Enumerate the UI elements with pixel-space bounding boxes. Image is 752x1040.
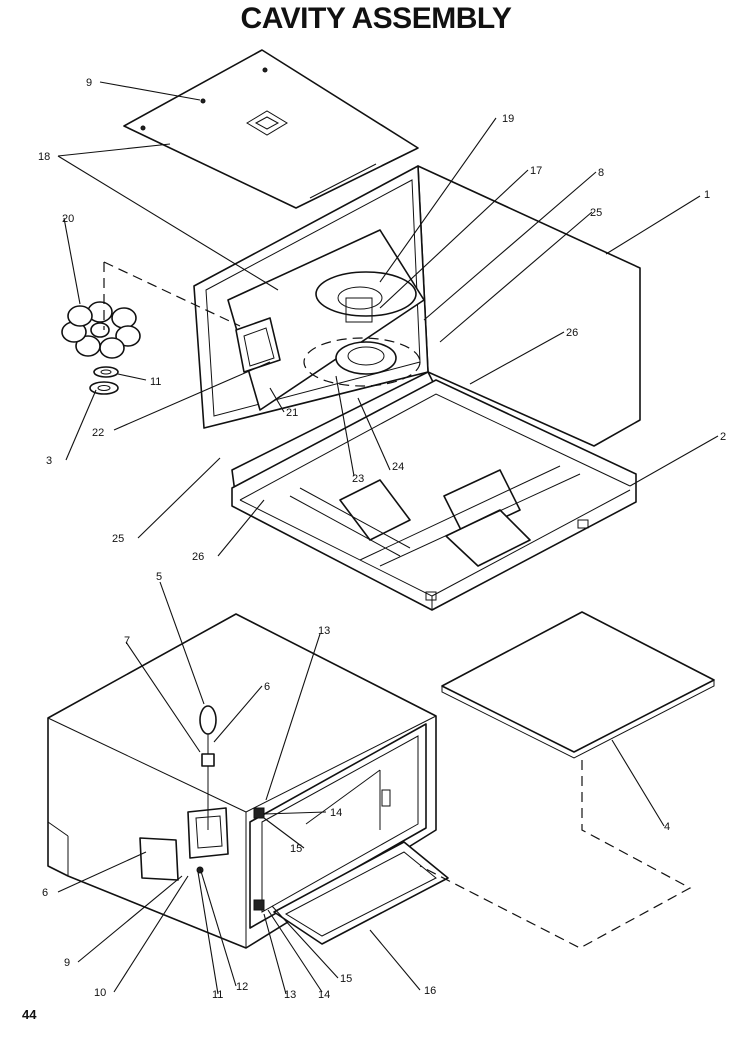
callout-24: 24 [392,461,404,473]
page-number: 44 [22,1007,37,1022]
callout-4: 4 [664,821,670,833]
callout-26-top: 26 [566,327,578,339]
callout-17: 17 [530,165,542,177]
callout-15-top: 15 [290,843,302,855]
callout-6-bottom: 6 [42,887,48,899]
callout-13-bottom: 13 [284,989,296,1001]
base-pan [231,379,637,611]
callout-7: 7 [124,635,130,647]
callout-23: 23 [352,473,364,485]
callout-22: 22 [92,427,104,439]
callout-labels: 9 18 19 17 8 25 1 20 11 3 22 21 26 2 23 … [38,77,726,1001]
callout-1: 1 [704,189,710,201]
diagram-title: CAVITY ASSEMBLY [240,2,512,35]
callout-25-bottom: 25 [112,533,124,545]
callout-9: 9 [86,77,92,89]
callout-14-bottom: 14 [318,989,330,1001]
callout-25-top: 25 [590,207,602,219]
callout-10: 10 [94,987,106,999]
door-choke-panel [273,841,449,945]
outer-case-assembly [47,613,437,949]
stirrer-fan-blade [61,261,241,395]
callout-11-fan: 11 [150,376,161,388]
callout-2: 2 [720,431,726,443]
callout-19: 19 [502,113,514,125]
callout-5: 5 [156,571,162,583]
callout-6-top: 6 [264,681,270,693]
callout-14-top: 14 [330,807,342,819]
callout-8: 8 [598,167,604,179]
callout-11-bottom: 11 [212,989,223,1001]
callout-16: 16 [424,985,436,997]
callout-12: 12 [236,981,248,993]
leader-lines [57,81,719,995]
callout-9-bottom: 9 [64,957,70,969]
callout-26-bottom: 26 [192,551,204,563]
callout-3: 3 [46,455,52,467]
callout-21: 21 [286,407,298,419]
callout-20: 20 [62,213,74,225]
top-cover-plate [123,49,419,209]
glass-tray [441,611,715,759]
callout-18: 18 [38,151,50,163]
callout-13-top: 13 [318,625,330,637]
callout-15-bottom: 15 [340,973,352,985]
